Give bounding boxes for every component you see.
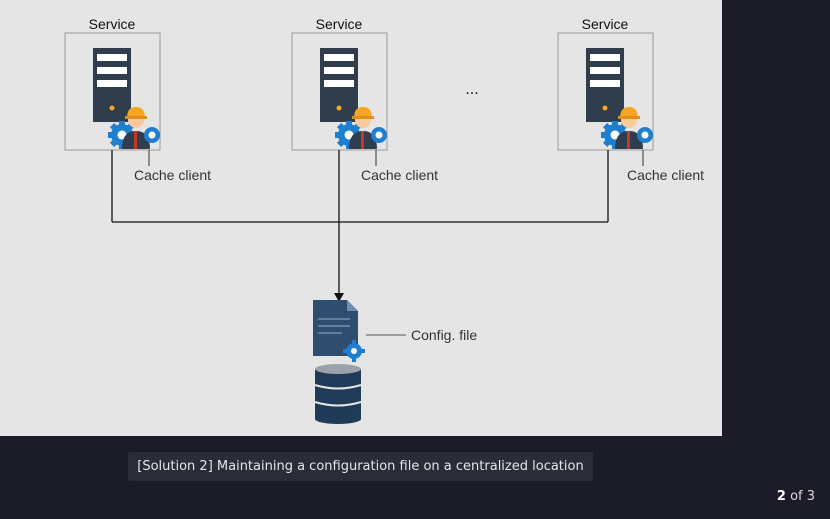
ellipsis: ... [465, 81, 478, 98]
server-worker-icon [320, 48, 387, 149]
service-3-title: Service [582, 16, 629, 32]
server-worker-icon [586, 48, 653, 149]
database-icon [314, 364, 362, 424]
diagram-svg: Service Cache client Service Cache clien… [64, 16, 704, 424]
service-2: Service Cache client [291, 16, 438, 183]
service-2-title: Service [316, 16, 363, 32]
service-1-client-label: Cache client [134, 167, 211, 183]
service-3-box [557, 32, 654, 151]
slide-caption: [Solution 2] Maintaining a configuration… [128, 452, 593, 481]
service-3-client-label: Cache client [627, 167, 704, 183]
config-file-label: Config. file [411, 327, 477, 343]
pager-total: of 3 [790, 489, 815, 504]
service-1: Service Cache client [64, 16, 211, 183]
slide-pager: 2 of 3 [777, 489, 815, 504]
service-2-client-label: Cache client [361, 167, 438, 183]
config-file-icon [313, 300, 365, 362]
arrow-head-icon [334, 293, 344, 302]
service-3: Service Cache client [557, 16, 704, 183]
connector-lines [111, 150, 609, 295]
pager-current: 2 [776, 489, 786, 504]
diagram-canvas: Service Cache client Service Cache clien… [0, 0, 722, 436]
server-worker-icon [93, 48, 160, 149]
service-1-title: Service [89, 16, 136, 32]
